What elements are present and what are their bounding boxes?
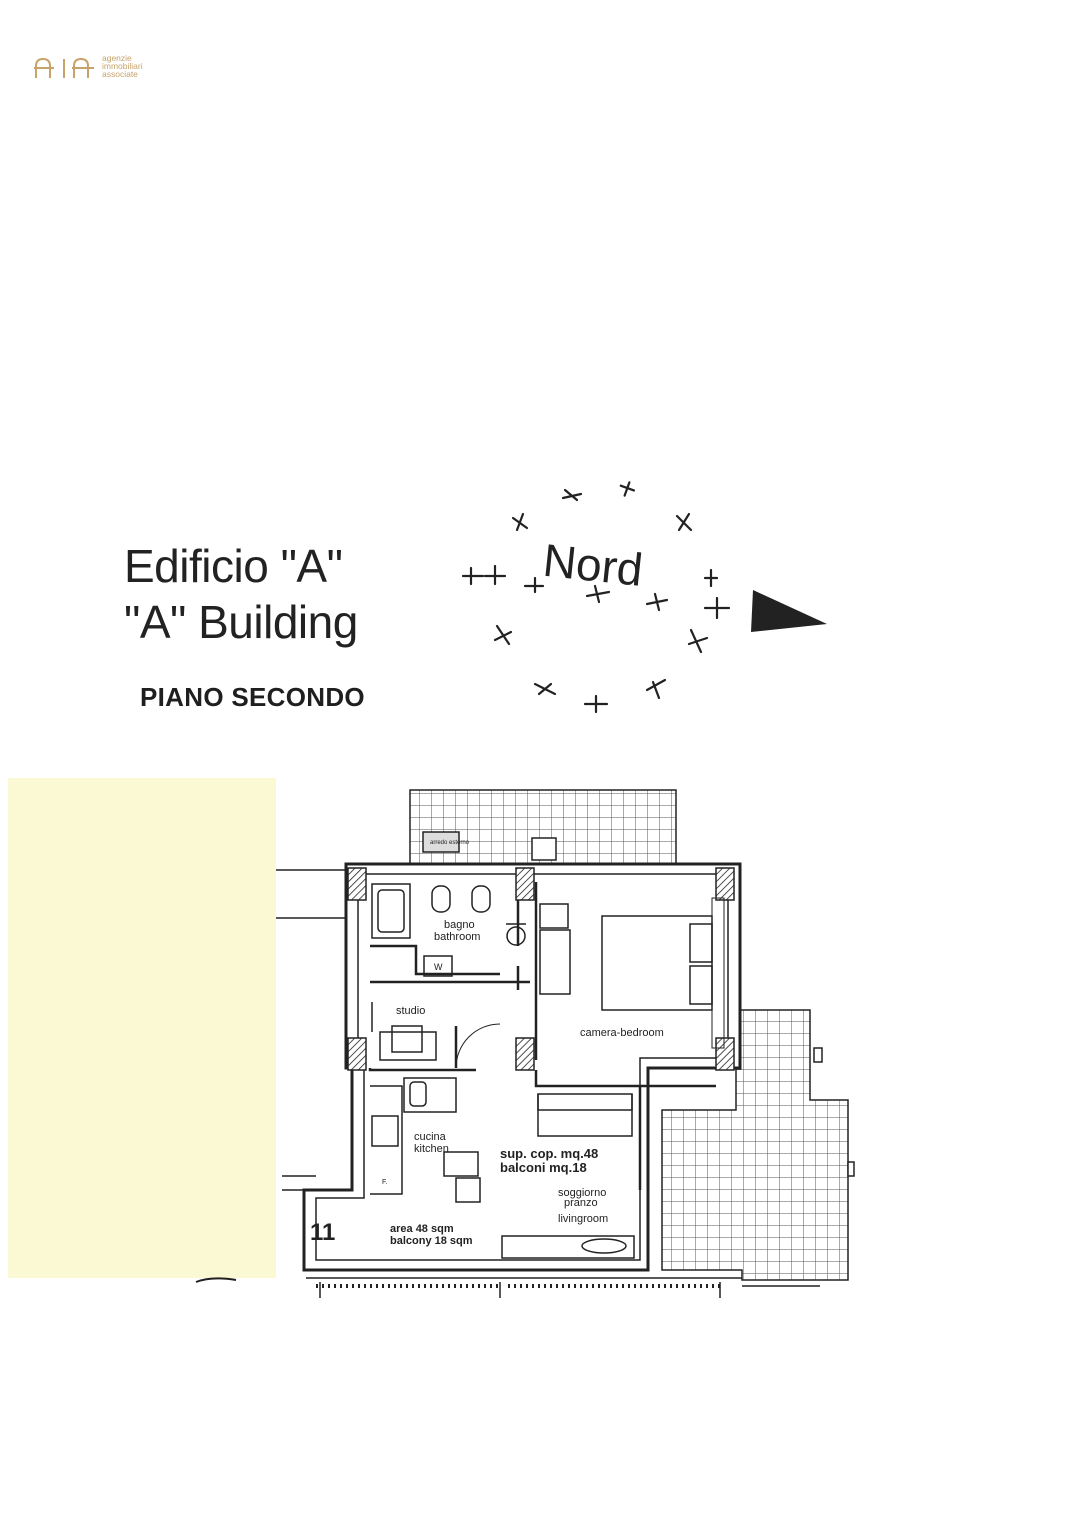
building-title-it: Edificio "A" [124, 540, 343, 592]
top-balcony-fixture [531, 837, 557, 861]
agency-logo: agenzie immobiliari associate [34, 52, 174, 84]
living-label-it-2: pranzo [564, 1197, 598, 1209]
area-label-en-2: balcony 18 sqm [390, 1235, 473, 1247]
area-label-en-1: area 48 sqm [390, 1223, 454, 1235]
study-label: studio [396, 1005, 425, 1017]
storage-box [422, 831, 460, 853]
floor-plan: arredo esterno bagno bathroom W studio c… [8, 778, 855, 1298]
logo-line-1: agenzie [102, 53, 132, 63]
bedroom-label: camera-bedroom [580, 1027, 664, 1039]
fridge-label: F. [382, 1179, 388, 1186]
logo-line-3: associate [102, 69, 138, 79]
living-label-en: livingroom [558, 1213, 608, 1225]
north-compass: Nord [461, 481, 827, 714]
area-label-it-1: sup. cop. mq.48 [500, 1146, 598, 1161]
unit-number: 11 [310, 1219, 335, 1246]
area-label-it-2: balconi mq.18 [500, 1160, 587, 1175]
compass-crosses [461, 481, 731, 714]
logo-text: agenzie immobiliari associate [102, 53, 143, 79]
kitchen-label-en: kitchen [414, 1143, 449, 1155]
washer-label: W [434, 962, 443, 972]
building-title-en: "A" Building [124, 596, 358, 648]
bathroom-label-it: bagno [444, 919, 475, 931]
compass-label: Nord [541, 534, 646, 596]
kitchen-label-it: cucina [414, 1131, 447, 1143]
aia-logo-icon [34, 57, 94, 78]
bathroom-label-en: bathroom [434, 931, 480, 943]
storage-label: arredo esterno [430, 840, 470, 846]
right-balcony [661, 1009, 849, 1281]
living-label-it-1: soggiorno [558, 1187, 606, 1199]
north-arrow-icon [751, 590, 827, 632]
logo-line-2: immobiliari [102, 61, 143, 71]
highlight-area [8, 778, 276, 1278]
floor-label: PIANO SECONDO [140, 682, 365, 712]
